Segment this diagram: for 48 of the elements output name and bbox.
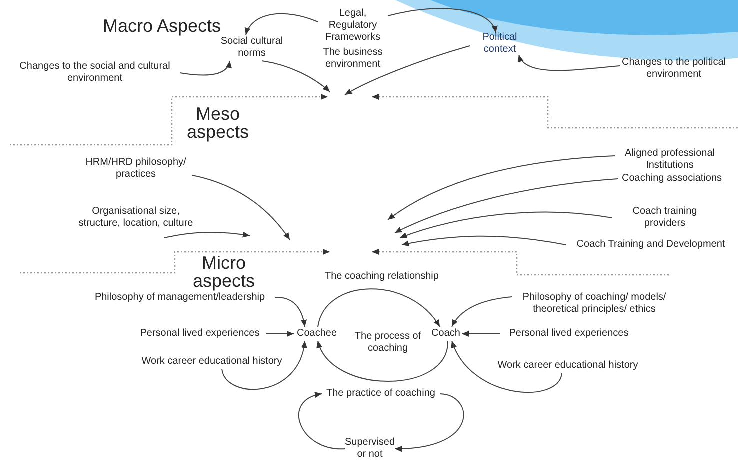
factor-text: Political context xyxy=(470,33,530,55)
arrow xyxy=(388,156,616,220)
factor-text: Work career educational history xyxy=(134,355,290,369)
factor-text: Personal lived experiences xyxy=(134,327,266,341)
factor-text: Social cultural norms xyxy=(207,35,297,61)
arrow xyxy=(394,178,618,234)
arrow xyxy=(344,46,470,96)
factor-text: Supervised or not xyxy=(345,437,395,461)
factor-text: Personal lived experiences xyxy=(500,327,638,341)
arrow xyxy=(518,54,620,72)
arrow xyxy=(452,296,512,328)
factor-text: Work career educational history xyxy=(490,359,646,373)
arrow xyxy=(222,340,307,390)
factor-text: Aligned professional Institutions xyxy=(615,147,725,173)
factor-text: Changes to the political environment xyxy=(620,54,728,84)
arrow xyxy=(262,60,330,92)
factor-text: HRM/HRD philosophy/ practices xyxy=(80,157,192,181)
arrow xyxy=(246,13,318,36)
factor-text: The business environment xyxy=(322,47,384,71)
arrow xyxy=(274,297,307,328)
factor-text: Changes to the social and cultural environment xyxy=(10,60,180,86)
factor-text: Coach Training and Development xyxy=(566,238,736,252)
factor-text: Coach training providers xyxy=(612,205,718,231)
factor-text: The practice of coaching xyxy=(322,387,440,401)
factor-text: Organisational size, structure, location, culture xyxy=(75,198,197,238)
coach-label: Coach xyxy=(430,327,462,341)
edge-label: The coaching relationship xyxy=(323,271,441,283)
coachee-label: Coachee xyxy=(294,327,340,341)
arrow xyxy=(394,394,464,452)
arrow xyxy=(402,236,566,247)
process-text: The process of coaching xyxy=(354,330,422,356)
factor-text: Philosophy of management/leadership xyxy=(85,291,275,305)
arrow xyxy=(266,331,294,337)
factor-text: Legal, Regulatory Frameworks xyxy=(318,8,388,44)
arrow xyxy=(400,212,612,238)
arrow xyxy=(164,232,250,238)
arrow xyxy=(318,340,448,382)
section-heading: Micro aspects xyxy=(192,254,256,290)
section-heading: Meso aspects xyxy=(186,104,250,142)
factor-text: Coaching associations xyxy=(618,172,726,186)
arrow xyxy=(180,60,232,76)
factor-text: Philosophy of coaching/ models/ theoretical principles/ ethics xyxy=(512,290,677,318)
arrow xyxy=(388,8,497,34)
arrow xyxy=(462,331,500,337)
arrow xyxy=(452,340,562,393)
arrow xyxy=(192,174,290,240)
arrow xyxy=(298,392,346,450)
arrow xyxy=(318,288,440,328)
